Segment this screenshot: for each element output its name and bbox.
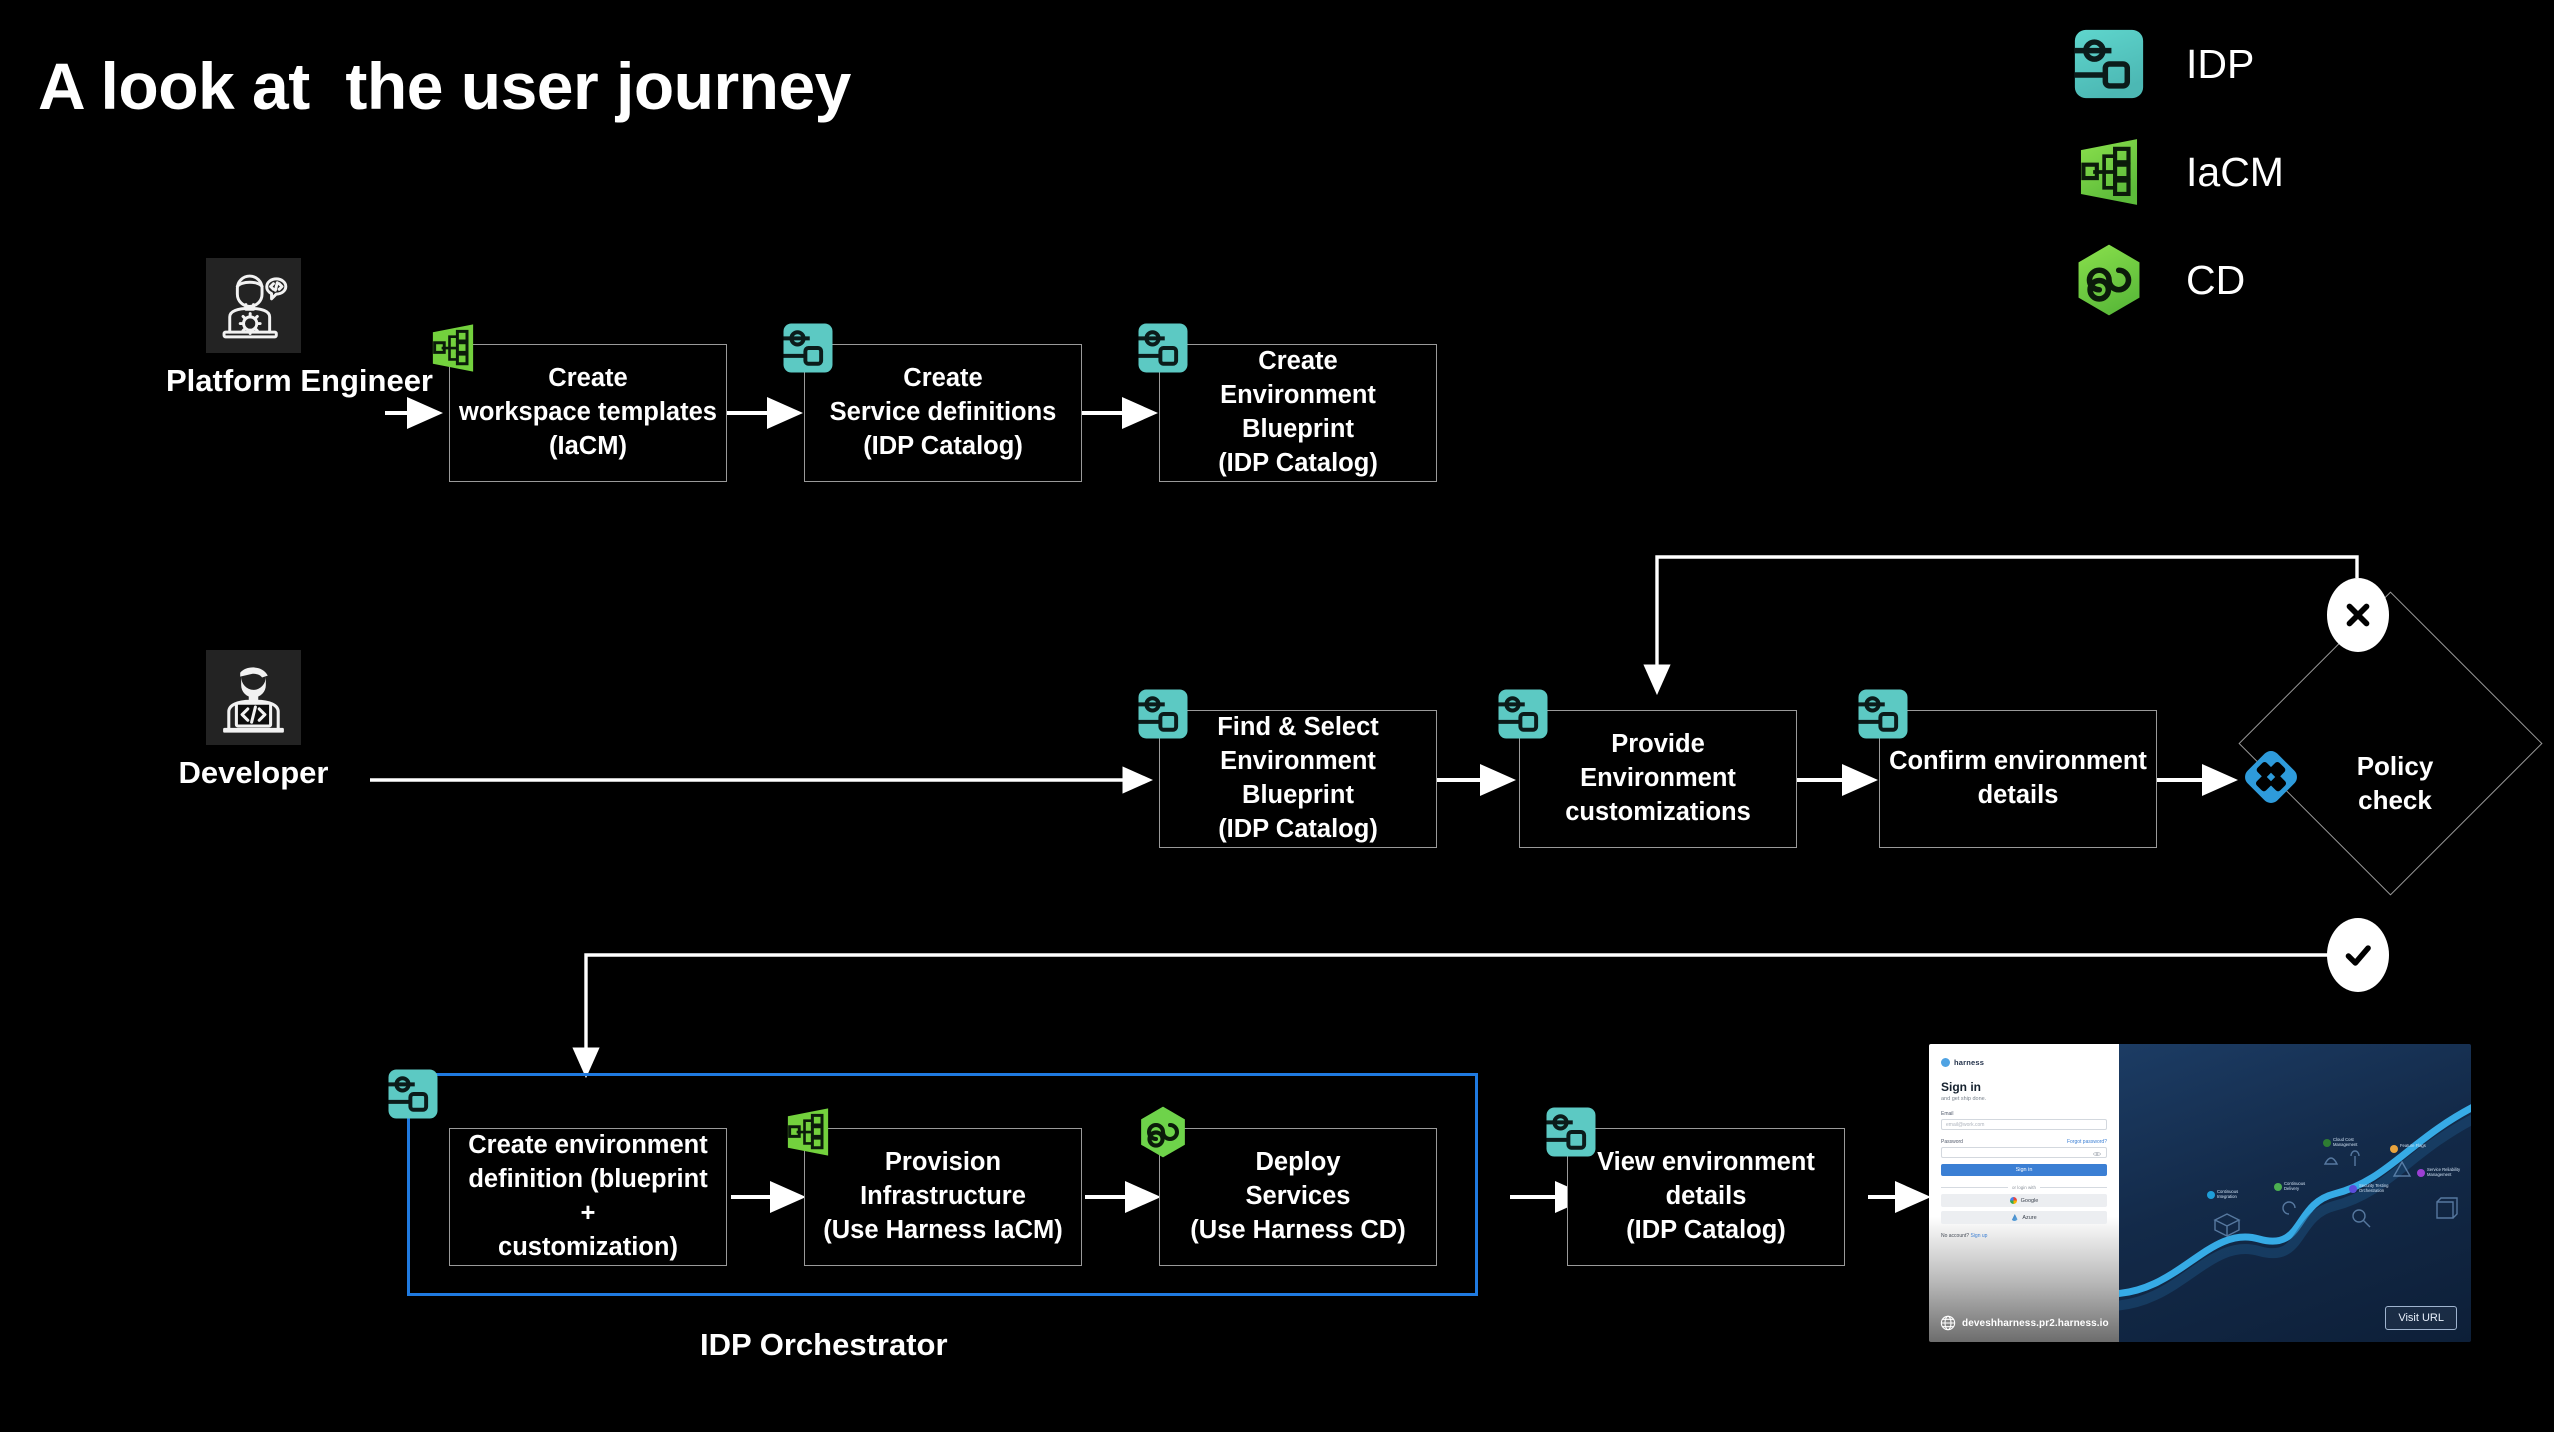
- idp-icon: [2070, 25, 2148, 103]
- ci-dot-icon: [2207, 1191, 2215, 1199]
- signin-subheading: and get ship done.: [1941, 1096, 1987, 1102]
- no-account-label: No account?: [1941, 1233, 1971, 1239]
- policy-fail-x-icon: [2327, 578, 2389, 652]
- no-account-text: No account? Sign up: [1941, 1233, 2107, 1239]
- policy-icon: [2239, 745, 2303, 809]
- step-create-environment-definition[interactable]: Create environment definition (blueprint…: [449, 1128, 727, 1266]
- legend-label-cd: CD: [2186, 256, 2246, 303]
- harness-logo-mark: [1941, 1058, 1950, 1067]
- idp-orchestrator-group: [407, 1073, 1478, 1296]
- legend-item-iacm: IaCM: [2070, 118, 2490, 226]
- idp-icon: [780, 320, 836, 376]
- ccm-dot-icon: [2323, 1139, 2331, 1147]
- signin-button[interactable]: Sign in: [1941, 1164, 2107, 1176]
- ccm-label: Cloud Cost Management: [2333, 1137, 2358, 1147]
- srm-label: Service Reliability Management: [2427, 1167, 2461, 1177]
- globe-icon: [1940, 1315, 1956, 1331]
- google-icon: [2009, 1197, 2017, 1204]
- legend-item-idp: IDP: [2070, 10, 2490, 118]
- login-divider: or login with: [1941, 1185, 2108, 1190]
- cd-icon: [2070, 241, 2148, 319]
- step-view-environment-details[interactable]: View environment details (IDP Catalog): [1567, 1128, 1845, 1266]
- forgot-password-link[interactable]: Forgot password?: [2066, 1139, 2107, 1145]
- azure-login-button[interactable]: Azure: [1941, 1211, 2107, 1224]
- cd-dot-icon: [2274, 1183, 2282, 1191]
- sto-label: Security Testing Orchestration: [2359, 1183, 2389, 1193]
- google-login-button[interactable]: Google: [1941, 1194, 2107, 1207]
- persona-platform-engineer: Platform Engineer: [166, 258, 433, 399]
- persona-developer: Developer: [166, 650, 341, 791]
- decision-policy-check[interactable]: [2238, 591, 2543, 896]
- harness-logo: harness: [1941, 1058, 2107, 1067]
- idp-orchestrator-label: IDP Orchestrator: [700, 1327, 948, 1362]
- divider-line-right: [2040, 1187, 2108, 1188]
- cdel-label: Continuous Delivery: [2284, 1181, 2306, 1191]
- step-confirm-environment-details[interactable]: Confirm environment details: [1879, 710, 2157, 848]
- step-find-select-environment-blueprint[interactable]: Find & Select Environment Blueprint (IDP…: [1159, 710, 1437, 848]
- signin-hero-illustration: Continuous Integration Continuous Delive…: [2119, 1044, 2471, 1342]
- cd-icon: [1135, 1104, 1191, 1160]
- azure-login-label: Azure: [2022, 1214, 2037, 1221]
- module-pin-continuous-delivery: Continuous Delivery: [2274, 1181, 2306, 1192]
- iacm-icon: [425, 320, 481, 376]
- module-pin-cloud-cost-management: Cloud Cost Management: [2323, 1137, 2358, 1148]
- email-field[interactable]: email@work.com: [1941, 1119, 2107, 1130]
- azure-icon: [2011, 1214, 2019, 1221]
- platform-engineer-icon: [206, 258, 301, 353]
- step-provision-infrastructure[interactable]: Provision Infrastructure (Use Harness Ia…: [804, 1128, 1082, 1266]
- signup-link[interactable]: Sign up: [1970, 1233, 1988, 1239]
- module-pin-security-testing-orchestration: Security Testing Orchestration: [2349, 1183, 2389, 1194]
- divider-text: or login with: [2012, 1185, 2037, 1190]
- step-provide-environment-customizations[interactable]: Provide Environment customizations: [1519, 710, 1797, 848]
- google-login-label: Google: [2020, 1197, 2039, 1204]
- module-pin-continuous-integration: Continuous Integration: [2207, 1189, 2239, 1200]
- persona-label-developer: Developer: [178, 755, 329, 790]
- divider-line-left: [1941, 1187, 2008, 1188]
- signin-heading: Sign in: [1941, 1080, 1981, 1094]
- harness-logo-text: harness: [1954, 1058, 1985, 1067]
- ff-label: Feature Flags: [2400, 1143, 2426, 1148]
- step-create-service-definitions[interactable]: Create Service definitions (IDP Catalog): [804, 344, 1082, 482]
- iacm-icon: [2070, 133, 2148, 211]
- ff-dot-icon: [2390, 1145, 2398, 1153]
- idp-icon: [1543, 1104, 1599, 1160]
- idp-icon: [1495, 686, 1551, 742]
- signin-panel: harness Sign in and get ship done. Email…: [1929, 1044, 2119, 1342]
- decision-policy-check-label: Policy check: [2356, 751, 2434, 815]
- harness-signin-preview[interactable]: harness Sign in and get ship done. Email…: [1929, 1044, 2471, 1342]
- module-pin-feature-flags: Feature Flags: [2390, 1143, 2426, 1153]
- idp-icon: [1855, 686, 1911, 742]
- idp-icon: [385, 1066, 441, 1122]
- srm-dot-icon: [2417, 1169, 2425, 1177]
- legend-label-iacm: IaCM: [2186, 148, 2284, 195]
- iacm-icon: [780, 1104, 836, 1160]
- page-title: A look at the user journey: [38, 49, 851, 123]
- step-deploy-services[interactable]: Deploy Services (Use Harness CD): [1159, 1128, 1437, 1266]
- idp-icon: [1135, 320, 1191, 376]
- password-label: Password: [1941, 1139, 1963, 1145]
- email-label: Email: [1941, 1111, 1954, 1117]
- step-create-workspace-templates[interactable]: Create workspace templates (IaCM): [449, 344, 727, 482]
- legend: IDP IaCM: [2070, 10, 2490, 334]
- preview-url-text: deveshharness.pr2.harness.io: [1962, 1317, 2109, 1329]
- idp-icon: [1135, 686, 1191, 742]
- legend-item-cd: CD: [2070, 226, 2490, 334]
- policy-pass-check-icon: [2327, 918, 2389, 992]
- legend-label-idp: IDP: [2186, 40, 2255, 87]
- eye-icon[interactable]: [2093, 1151, 2101, 1157]
- password-field[interactable]: [1941, 1147, 2107, 1158]
- step-create-environment-blueprint[interactable]: Create Environment Blueprint (IDP Catalo…: [1159, 344, 1437, 482]
- preview-url: deveshharness.pr2.harness.io: [1940, 1315, 2109, 1331]
- sto-dot-icon: [2349, 1185, 2357, 1193]
- module-pin-service-reliability-management: Service Reliability Management: [2417, 1167, 2461, 1178]
- visit-url-button[interactable]: Visit URL: [2385, 1306, 2457, 1330]
- persona-label-platform-engineer: Platform Engineer: [166, 363, 433, 398]
- developer-icon: [206, 650, 301, 745]
- ci-label: Continuous Integration: [2217, 1189, 2239, 1199]
